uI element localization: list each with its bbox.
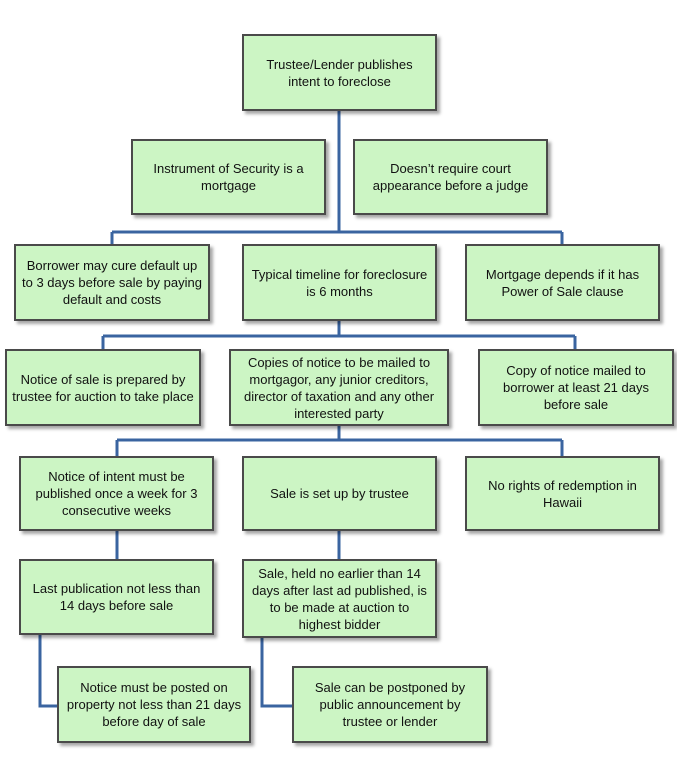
connector-row3-bus (110, 230, 564, 245)
node-typical-timeline: Typical timeline for foreclosure is 6 mo… (242, 244, 437, 321)
node-sale-auction: Sale, held no earlier than 14 days after… (242, 559, 437, 638)
node-sale-setup: Sale is set up by trustee (242, 456, 437, 531)
node-copies-mailed: Copies of notice to be mailed to mortgag… (229, 349, 449, 426)
node-no-redemption: No rights of redemption in Hawaii (465, 456, 660, 531)
node-power-of-sale: Mortgage depends if it has Power of Sale… (465, 244, 660, 321)
node-borrower-cure: Borrower may cure default up to 3 days b… (14, 244, 210, 321)
node-notice-prepared: Notice of sale is prepared by trustee fo… (5, 349, 201, 426)
connector-row4-bus (101, 334, 577, 349)
node-instrument-security: Instrument of Security is a mortgage (131, 139, 326, 215)
connector-row5-bus (115, 438, 564, 456)
connector-left-elbow (38, 634, 57, 708)
node-notice-published: Notice of intent must be published once … (19, 456, 214, 531)
node-publish-intent: Trustee/Lender publishes intent to forec… (242, 34, 437, 111)
node-copy-borrower: Copy of notice mailed to borrower at lea… (478, 349, 674, 426)
node-notice-posted: Notice must be posted on property not le… (57, 666, 251, 743)
node-no-court: Doesn’t require court appearance before … (353, 139, 548, 215)
connector-center-elbow (260, 637, 292, 708)
node-last-publication: Last publication not less than 14 days b… (19, 559, 214, 635)
node-sale-postponed: Sale can be postponed by public announce… (292, 666, 488, 743)
